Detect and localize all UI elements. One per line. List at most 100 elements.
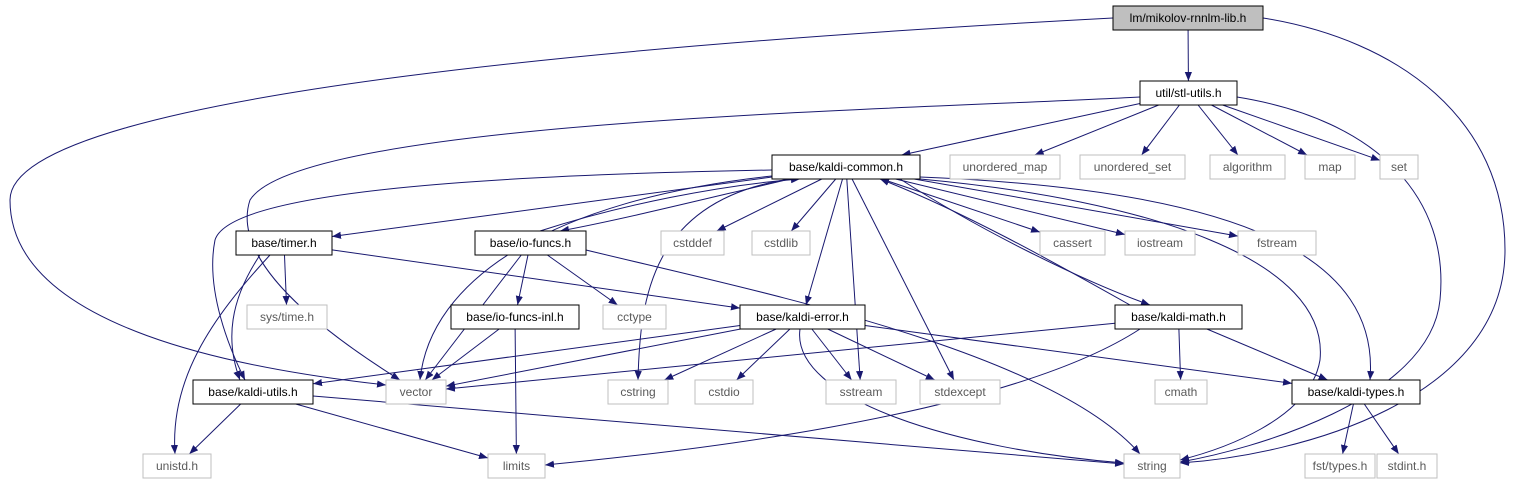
node-box [246,304,328,330]
node-unistd-h: unistd.h [142,453,212,479]
node-label: base/kaldi-common.h [789,160,903,174]
node-base-kaldi-common-h[interactable]: base/kaldi-common.h [771,154,921,180]
edge-base-kaldi-math-h-to-limits [544,328,1141,468]
node-lm-mikolov-rnnlm-lib-h[interactable]: lm/mikolov-rnnlm-lib.h [1112,5,1264,31]
node-base-io-funcs-inl-h[interactable]: base/io-funcs-inl.h [450,304,580,330]
node-box [602,304,667,330]
node-base-kaldi-utils-h[interactable]: base/kaldi-utils.h [192,379,314,405]
edge-lm-mikolov-rnnlm-lib-h-to-string [1179,17,1506,466]
edge-base-kaldi-common-h-to-base-io-funcs-h [559,178,791,233]
node-box [1304,453,1376,479]
node-label: iostream [1137,236,1183,250]
edge-base-kaldi-math-h-to-base-kaldi-common-h [879,178,1131,306]
edge-base-io-funcs-inl-h-to-limits [512,328,520,455]
node-label: base/kaldi-types.h [1308,385,1405,399]
node-cmath: cmath [1154,379,1208,405]
node-label: cstddef [673,236,712,250]
node-label: util/stl-utils.h [1155,86,1221,100]
node-fstream: fstream [1237,230,1317,256]
edge-base-timer-h-to-sys-time-h [282,254,290,306]
node-sstream: sstream [825,379,897,405]
node-box [1039,230,1106,256]
node-label: sys/time.h [260,310,314,324]
edge-base-kaldi-common-h-to-base-kaldi-error-h [805,178,844,306]
node-set: set [1379,154,1419,180]
edge-util-stl-utils-h-to-vector [246,96,1141,381]
edge-base-kaldi-math-h-to-vector [445,322,1116,392]
node-box [739,304,866,330]
edge-base-kaldi-common-h-to-cstring [634,178,791,381]
node-label: sstream [840,385,883,399]
node-cassert: cassert [1039,230,1106,256]
node-util-stl-utils-h[interactable]: util/stl-utils.h [1139,80,1238,106]
node-label: map [1318,160,1342,174]
edge-base-kaldi-error-h-to-stdexcept [827,328,936,381]
edge-base-kaldi-error-h-to-string [799,328,1125,466]
file-nodes: lm/mikolov-rnnlm-lib.h util/stl-utils.h ba… [142,5,1438,479]
edge-base-kaldi-common-h-to-string [919,178,1321,462]
node-box [607,379,669,405]
node-label: cstring [620,385,655,399]
node-box [919,379,1001,405]
node-label: base/kaldi-utils.h [208,385,297,399]
node-label: cstdlib [764,236,798,250]
edge-base-timer-h-to-base-kaldi-error-h [331,249,741,311]
node-fst-types-h: fst/types.h [1304,453,1376,479]
edge-util-stl-utils-h-to-string [1179,96,1442,465]
node-cctype: cctype [602,304,667,330]
node-box [1209,154,1286,180]
node-limits: limits [487,453,546,479]
edge-lm-mikolov-rnnlm-lib-h-to-vector [9,17,1114,388]
node-string: string [1123,453,1181,479]
node-box [1291,379,1421,405]
node-box [1379,154,1419,180]
edge-util-stl-utils-h-to-map [1211,104,1308,156]
edge-util-stl-utils-h-to-algorithm [1197,104,1239,156]
node-box [825,379,897,405]
edge-base-timer-h-to-base-kaldi-utils-h [231,254,261,381]
node-base-kaldi-types-h[interactable]: base/kaldi-types.h [1291,379,1421,405]
node-box [1154,379,1208,405]
node-box [660,230,725,256]
node-unordered-map: unordered_map [949,154,1061,180]
edge-base-kaldi-error-h-to-cstdio [736,328,791,381]
node-box [771,154,921,180]
edge-base-kaldi-math-h-to-base-kaldi-types-h [1206,328,1328,381]
edge-base-io-funcs-inl-h-to-vector [431,328,500,381]
edge-base-kaldi-error-h-to-base-kaldi-types-h [864,324,1293,386]
edge-base-kaldi-error-h-to-base-kaldi-utils-h [312,325,741,387]
edge-util-stl-utils-h-to-base-kaldi-common-h [901,102,1141,157]
node-box [1304,154,1356,180]
node-label: base/timer.h [251,236,316,250]
node-box [1124,230,1196,256]
edge-base-kaldi-common-h-to-iostream [895,178,1126,236]
node-box [235,230,333,256]
edge-base-timer-h-to-unistd-h [170,254,271,455]
node-map: map [1304,154,1356,180]
node-stdint-h: stdint.h [1376,453,1438,479]
node-label: unordered_map [963,160,1048,174]
node-box [1123,453,1181,479]
edge-base-kaldi-error-h-to-vector [445,328,741,388]
edge-base-kaldi-common-h-to-base-kaldi-math-h [899,178,1151,306]
node-box [1139,80,1238,106]
node-vector: vector [385,379,447,405]
node-label: cctype [617,310,652,324]
edge-base-kaldi-utils-h-to-string [312,395,1125,467]
node-box [450,304,580,330]
node-base-io-funcs-h[interactable]: base/io-funcs.h [474,230,587,256]
node-cstdlib: cstdlib [751,230,811,256]
node-base-timer-h[interactable]: base/timer.h [235,230,333,256]
node-base-kaldi-math-h[interactable]: base/kaldi-math.h [1114,304,1243,330]
node-iostream: iostream [1124,230,1196,256]
node-label: limits [503,459,530,473]
edge-base-kaldi-common-h-to-fstream [913,178,1239,239]
node-base-kaldi-error-h[interactable]: base/kaldi-error.h [739,304,866,330]
node-label: cassert [1053,236,1092,250]
node-label: cstdio [708,385,740,399]
node-label: base/kaldi-math.h [1131,310,1226,324]
node-label: unistd.h [156,459,198,473]
node-unordered-set: unordered_set [1079,154,1186,180]
edge-base-kaldi-error-h-to-sstream [811,328,853,381]
node-box [949,154,1061,180]
